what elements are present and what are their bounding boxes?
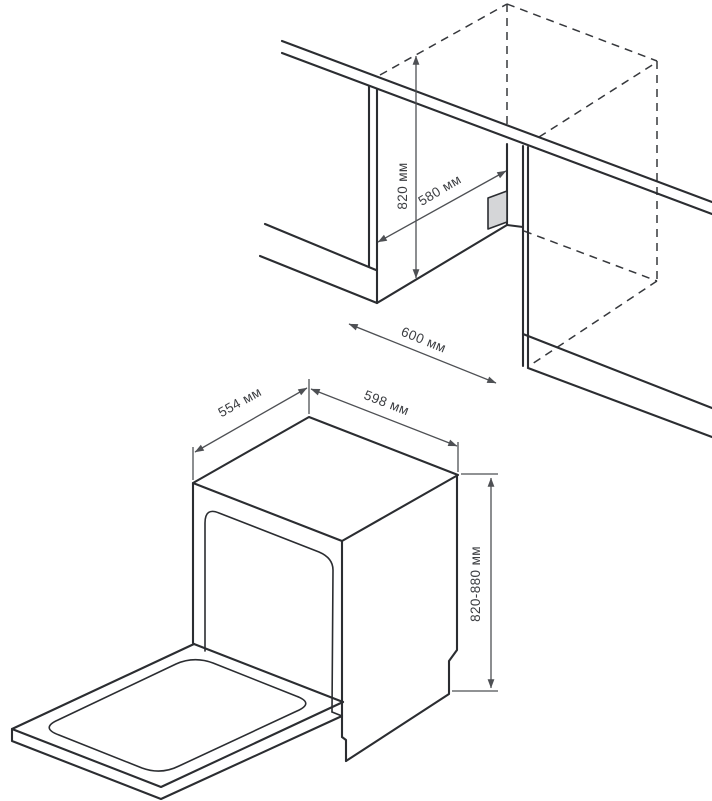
niche-depth-dimension-line — [377, 170, 507, 243]
niche-diagram: 820 мм 580 мм 600 мм — [258, 3, 712, 439]
countertop-front-edge — [280, 51, 712, 216]
dishwasher-width-dimension-line — [310, 388, 458, 447]
dishwasher-door — [10, 642, 345, 801]
dishwasher-width-label: 598 мм — [362, 387, 411, 418]
dishwasher-dimension-labels: 554 мм 598 мм 820-880 мм — [216, 384, 483, 622]
niche-dashed-volume — [379, 3, 658, 367]
dishwasher-dimensions — [192, 379, 498, 692]
niche-height-label: 820 мм — [395, 162, 410, 209]
countertop-edge — [280, 39, 712, 204]
dishwasher-depth-dimension-line — [194, 387, 308, 453]
front-panel-inset — [204, 510, 334, 713]
niche-depth-label: 580 мм — [416, 172, 464, 209]
door-outline — [10, 642, 344, 801]
dishwasher-depth-label: 554 мм — [216, 384, 265, 420]
electrical-outlet — [487, 190, 508, 230]
niche-dimension-labels: 820 мм 580 мм 600 мм — [395, 162, 464, 355]
dishwasher-top-face — [191, 415, 460, 543]
niche-width-dimension-line — [348, 323, 497, 384]
dishwasher-height-label: 820-880 мм — [468, 546, 483, 622]
niche-dimensions — [348, 55, 507, 384]
door-hinge-line — [192, 642, 345, 704]
niche-structure-lines — [258, 39, 712, 439]
dishwasher-diagram: 554 мм 598 мм 820-880 мм — [10, 379, 498, 801]
door-inner-panel — [48, 658, 307, 772]
niche-width-label: 600 мм — [399, 324, 448, 356]
